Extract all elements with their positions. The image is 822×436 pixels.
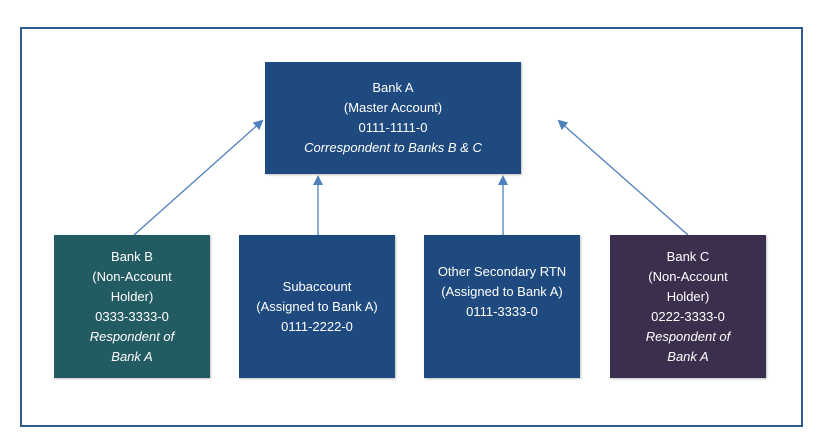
bank-b-box: Bank B (Non-Account Holder) 0333-3333-0 … <box>54 235 210 378</box>
subaccount-assigned: (Assigned to Bank A) <box>256 298 378 314</box>
bank-b-type-2: Holder) <box>110 288 154 304</box>
arrow-bank-b-to-bank-a <box>133 119 264 236</box>
other-rtn-number: 0111-3333-0 <box>466 304 538 319</box>
other-rtn-name: Other Secondary RTN <box>437 264 567 279</box>
subaccount-box: Subaccount (Assigned to Bank A) 0111-222… <box>239 235 395 378</box>
other-rtn-assigned: (Assigned to Bank A) <box>441 284 563 299</box>
bank-a-master-box: Bank A (Master Account) 0111-1111-0 Corr… <box>265 62 521 174</box>
diagram-frame <box>20 27 803 427</box>
bank-c-role-1: Respondent of <box>645 328 731 344</box>
subaccount-name: Subaccount <box>282 278 352 294</box>
bank-c-rtn: 0222-3333-0 <box>651 308 725 324</box>
bank-b-rtn: 0333-3333-0 <box>95 308 169 324</box>
bank-a-type: (Master Account) <box>343 100 443 115</box>
bank-a-rtn: 0111-1111-0 <box>358 120 428 135</box>
subaccount-rtn: 0111-2222-0 <box>281 318 353 334</box>
bank-c-box: Bank C (Non-Account Holder) 0222-3333-0 … <box>610 235 766 378</box>
other-secondary-rtn-box: Other Secondary RTN (Assigned to Bank A)… <box>424 235 580 378</box>
bank-c-role-2: Bank A <box>667 348 709 364</box>
bank-b-role-1: Respondent of <box>89 328 175 344</box>
arrow-bank-c-to-bank-a <box>557 119 689 236</box>
bank-b-type-1: (Non-Account <box>92 268 172 284</box>
bank-c-type-2: Holder) <box>666 288 710 304</box>
bank-a-role: Correspondent to Banks B & C <box>304 140 482 155</box>
bank-a-name: Bank A <box>372 80 414 95</box>
bank-b-role-2: Bank A <box>111 348 153 364</box>
bank-c-name: Bank C <box>666 248 710 264</box>
bank-c-type-1: (Non-Account <box>648 268 728 284</box>
bank-b-name: Bank B <box>111 248 153 264</box>
